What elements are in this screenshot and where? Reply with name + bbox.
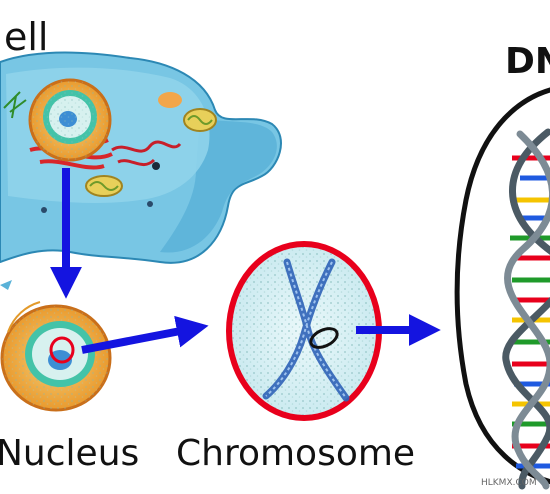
nucleus-illustration xyxy=(0,301,112,412)
mitochondrion-2 xyxy=(85,175,123,197)
chromosome-highlight-ring xyxy=(49,336,75,364)
label-dna: DN xyxy=(505,41,550,82)
dna-double-helix xyxy=(454,87,550,490)
cell-nucleus xyxy=(28,78,112,162)
watermark: HLKMX.COM xyxy=(481,478,537,488)
cell-membrane-shade xyxy=(160,118,277,253)
vesicle xyxy=(158,92,182,108)
ribosome-dot xyxy=(41,207,47,213)
endoplasmic-reticulum xyxy=(111,140,182,167)
chloroplast-green xyxy=(3,91,27,119)
dna-backbones xyxy=(502,128,550,490)
label-nucleus: Nucleus xyxy=(0,433,140,474)
ribosome-dot xyxy=(147,201,153,207)
chromosome-illustration xyxy=(226,241,382,421)
mitochondrion xyxy=(183,108,217,132)
ribosome-dot xyxy=(152,162,160,170)
flow-arrows xyxy=(50,168,441,354)
centromere-marker xyxy=(309,327,339,349)
arrow-nucleus-to-chromosome xyxy=(81,315,209,354)
label-chromosome: Chromosome xyxy=(176,433,416,474)
dna-frame xyxy=(454,87,550,485)
cell-illustration xyxy=(0,51,282,264)
small-fragment xyxy=(0,280,12,290)
label-cell: ell xyxy=(4,15,49,59)
